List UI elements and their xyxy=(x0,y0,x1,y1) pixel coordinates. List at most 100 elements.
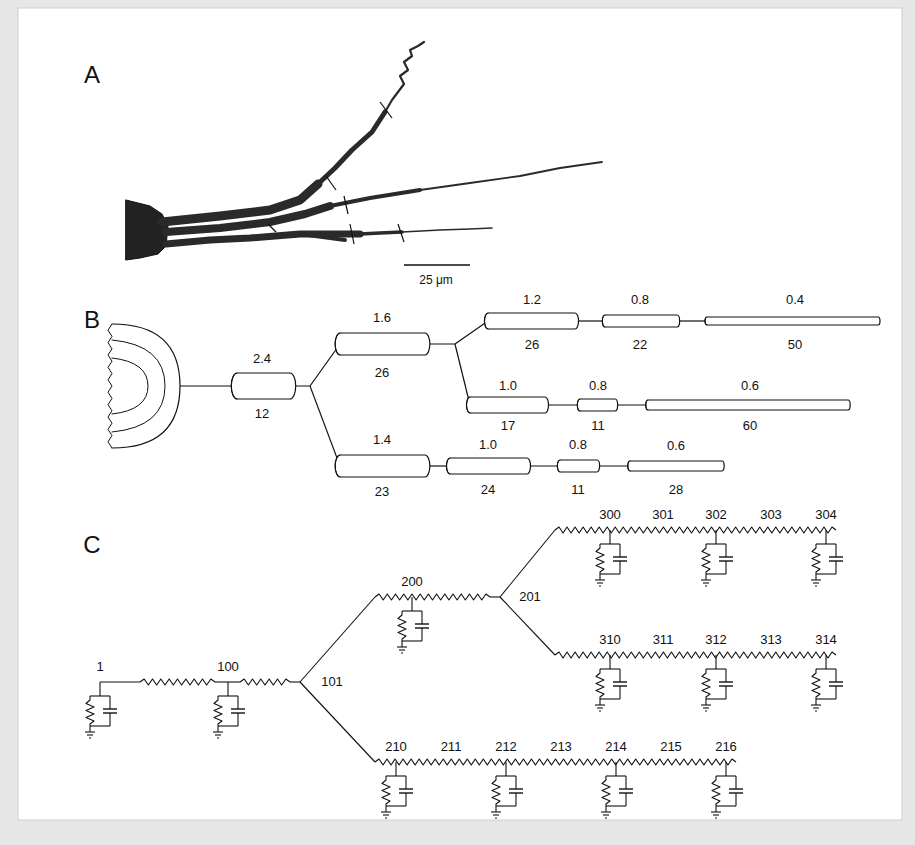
membrane-resistor xyxy=(702,544,710,574)
wire xyxy=(100,681,140,682)
cylinder-end xyxy=(646,400,648,410)
compartment xyxy=(601,762,633,818)
axial-resistor xyxy=(375,594,490,600)
compartment xyxy=(397,597,429,653)
diameter-label: 0.4 xyxy=(785,293,805,307)
ground-symbol xyxy=(595,579,605,580)
dendrite xyxy=(360,232,402,234)
tap-wire xyxy=(706,668,726,669)
ground-symbol xyxy=(399,649,405,650)
tap-wire xyxy=(725,762,726,776)
ground-wire xyxy=(402,640,422,641)
capacitor-lead xyxy=(625,793,626,806)
compartment xyxy=(711,762,743,818)
tap-wire xyxy=(615,762,616,776)
ground-wire xyxy=(496,805,516,806)
ground-symbol xyxy=(381,811,391,812)
ground-wire xyxy=(401,641,402,647)
tap-wire xyxy=(606,775,626,776)
capacitor-lead xyxy=(619,686,620,699)
section-tick xyxy=(398,224,404,242)
membrane-resistor xyxy=(812,544,820,574)
tap-wire xyxy=(496,775,516,776)
section-tick xyxy=(326,176,336,190)
length-label: 26 xyxy=(374,366,390,380)
tap-wire xyxy=(386,775,406,776)
tap-wire xyxy=(411,597,412,611)
wire xyxy=(490,596,500,597)
capacitor-lead xyxy=(835,669,836,682)
ground-wire xyxy=(605,806,606,812)
tap-wire xyxy=(609,530,610,544)
capacitor-plate xyxy=(619,788,633,789)
ground-wire xyxy=(495,806,496,812)
tap-wire xyxy=(816,668,836,669)
length-label: 24 xyxy=(480,483,496,497)
ground-symbol xyxy=(601,811,611,812)
panel-letter: B xyxy=(83,307,101,333)
capacitor-lead xyxy=(835,686,836,699)
wire xyxy=(300,597,375,682)
ground-wire xyxy=(816,698,836,699)
connecting-line xyxy=(527,465,560,466)
cylinder-end xyxy=(335,455,340,477)
compartment-number: 312 xyxy=(704,633,728,647)
length-label: 22 xyxy=(632,338,648,352)
capacitor-lead xyxy=(109,696,110,709)
compartment-number: 210 xyxy=(384,740,408,754)
ground-wire xyxy=(716,805,736,806)
cylinder xyxy=(484,313,578,329)
dendrite xyxy=(166,234,360,244)
section-tick xyxy=(344,196,348,214)
length-label: 60 xyxy=(742,419,758,433)
compartment xyxy=(811,530,843,586)
ground-symbol xyxy=(385,817,387,818)
ground-symbol xyxy=(401,652,403,653)
capacitor-lead xyxy=(421,611,422,624)
compartment-number: 216 xyxy=(714,740,738,754)
compartment xyxy=(381,762,413,818)
membrane-resistor xyxy=(596,544,604,574)
ground-wire xyxy=(706,573,726,574)
capacitor-lead xyxy=(725,686,726,699)
ground-symbol xyxy=(217,737,219,738)
ground-symbol xyxy=(811,704,821,705)
compartment-number: 302 xyxy=(704,508,728,522)
membrane-resistor xyxy=(702,669,710,699)
length-label: 50 xyxy=(787,338,803,352)
capacitor-lead xyxy=(835,544,836,557)
tap-wire xyxy=(395,762,396,776)
tap-wire xyxy=(715,655,716,669)
cylinder xyxy=(446,458,530,474)
ground-wire xyxy=(705,699,706,705)
tap-wire xyxy=(90,695,110,696)
capacitor-lead xyxy=(625,776,626,789)
connecting-line xyxy=(180,385,237,386)
ground-wire xyxy=(386,805,406,806)
ground-symbol xyxy=(813,582,819,583)
membrane-resistor xyxy=(812,669,820,699)
ground-symbol xyxy=(703,707,709,708)
dendrite xyxy=(385,42,424,112)
ground-symbol xyxy=(595,704,605,705)
ground-symbol xyxy=(711,811,721,812)
ground-symbol xyxy=(701,579,711,580)
cylinder-end xyxy=(466,397,470,413)
capacitor-lead xyxy=(725,561,726,574)
dendrite xyxy=(166,206,330,232)
ground-wire xyxy=(89,726,90,732)
membrane-resistor xyxy=(86,696,94,726)
soma-shell xyxy=(112,358,148,414)
connecting-line xyxy=(455,344,470,405)
ground-wire xyxy=(816,573,836,574)
ground-symbol xyxy=(603,814,609,815)
ground-wire xyxy=(599,699,600,705)
ground-wire xyxy=(715,806,716,812)
compartment-number: 200 xyxy=(400,575,424,589)
ground-wire xyxy=(705,574,706,580)
tap-wire xyxy=(600,668,620,669)
cylinder xyxy=(646,400,850,410)
capacitor-plate xyxy=(829,681,843,682)
ground-symbol xyxy=(813,707,819,708)
capacitor-lead xyxy=(109,713,110,726)
